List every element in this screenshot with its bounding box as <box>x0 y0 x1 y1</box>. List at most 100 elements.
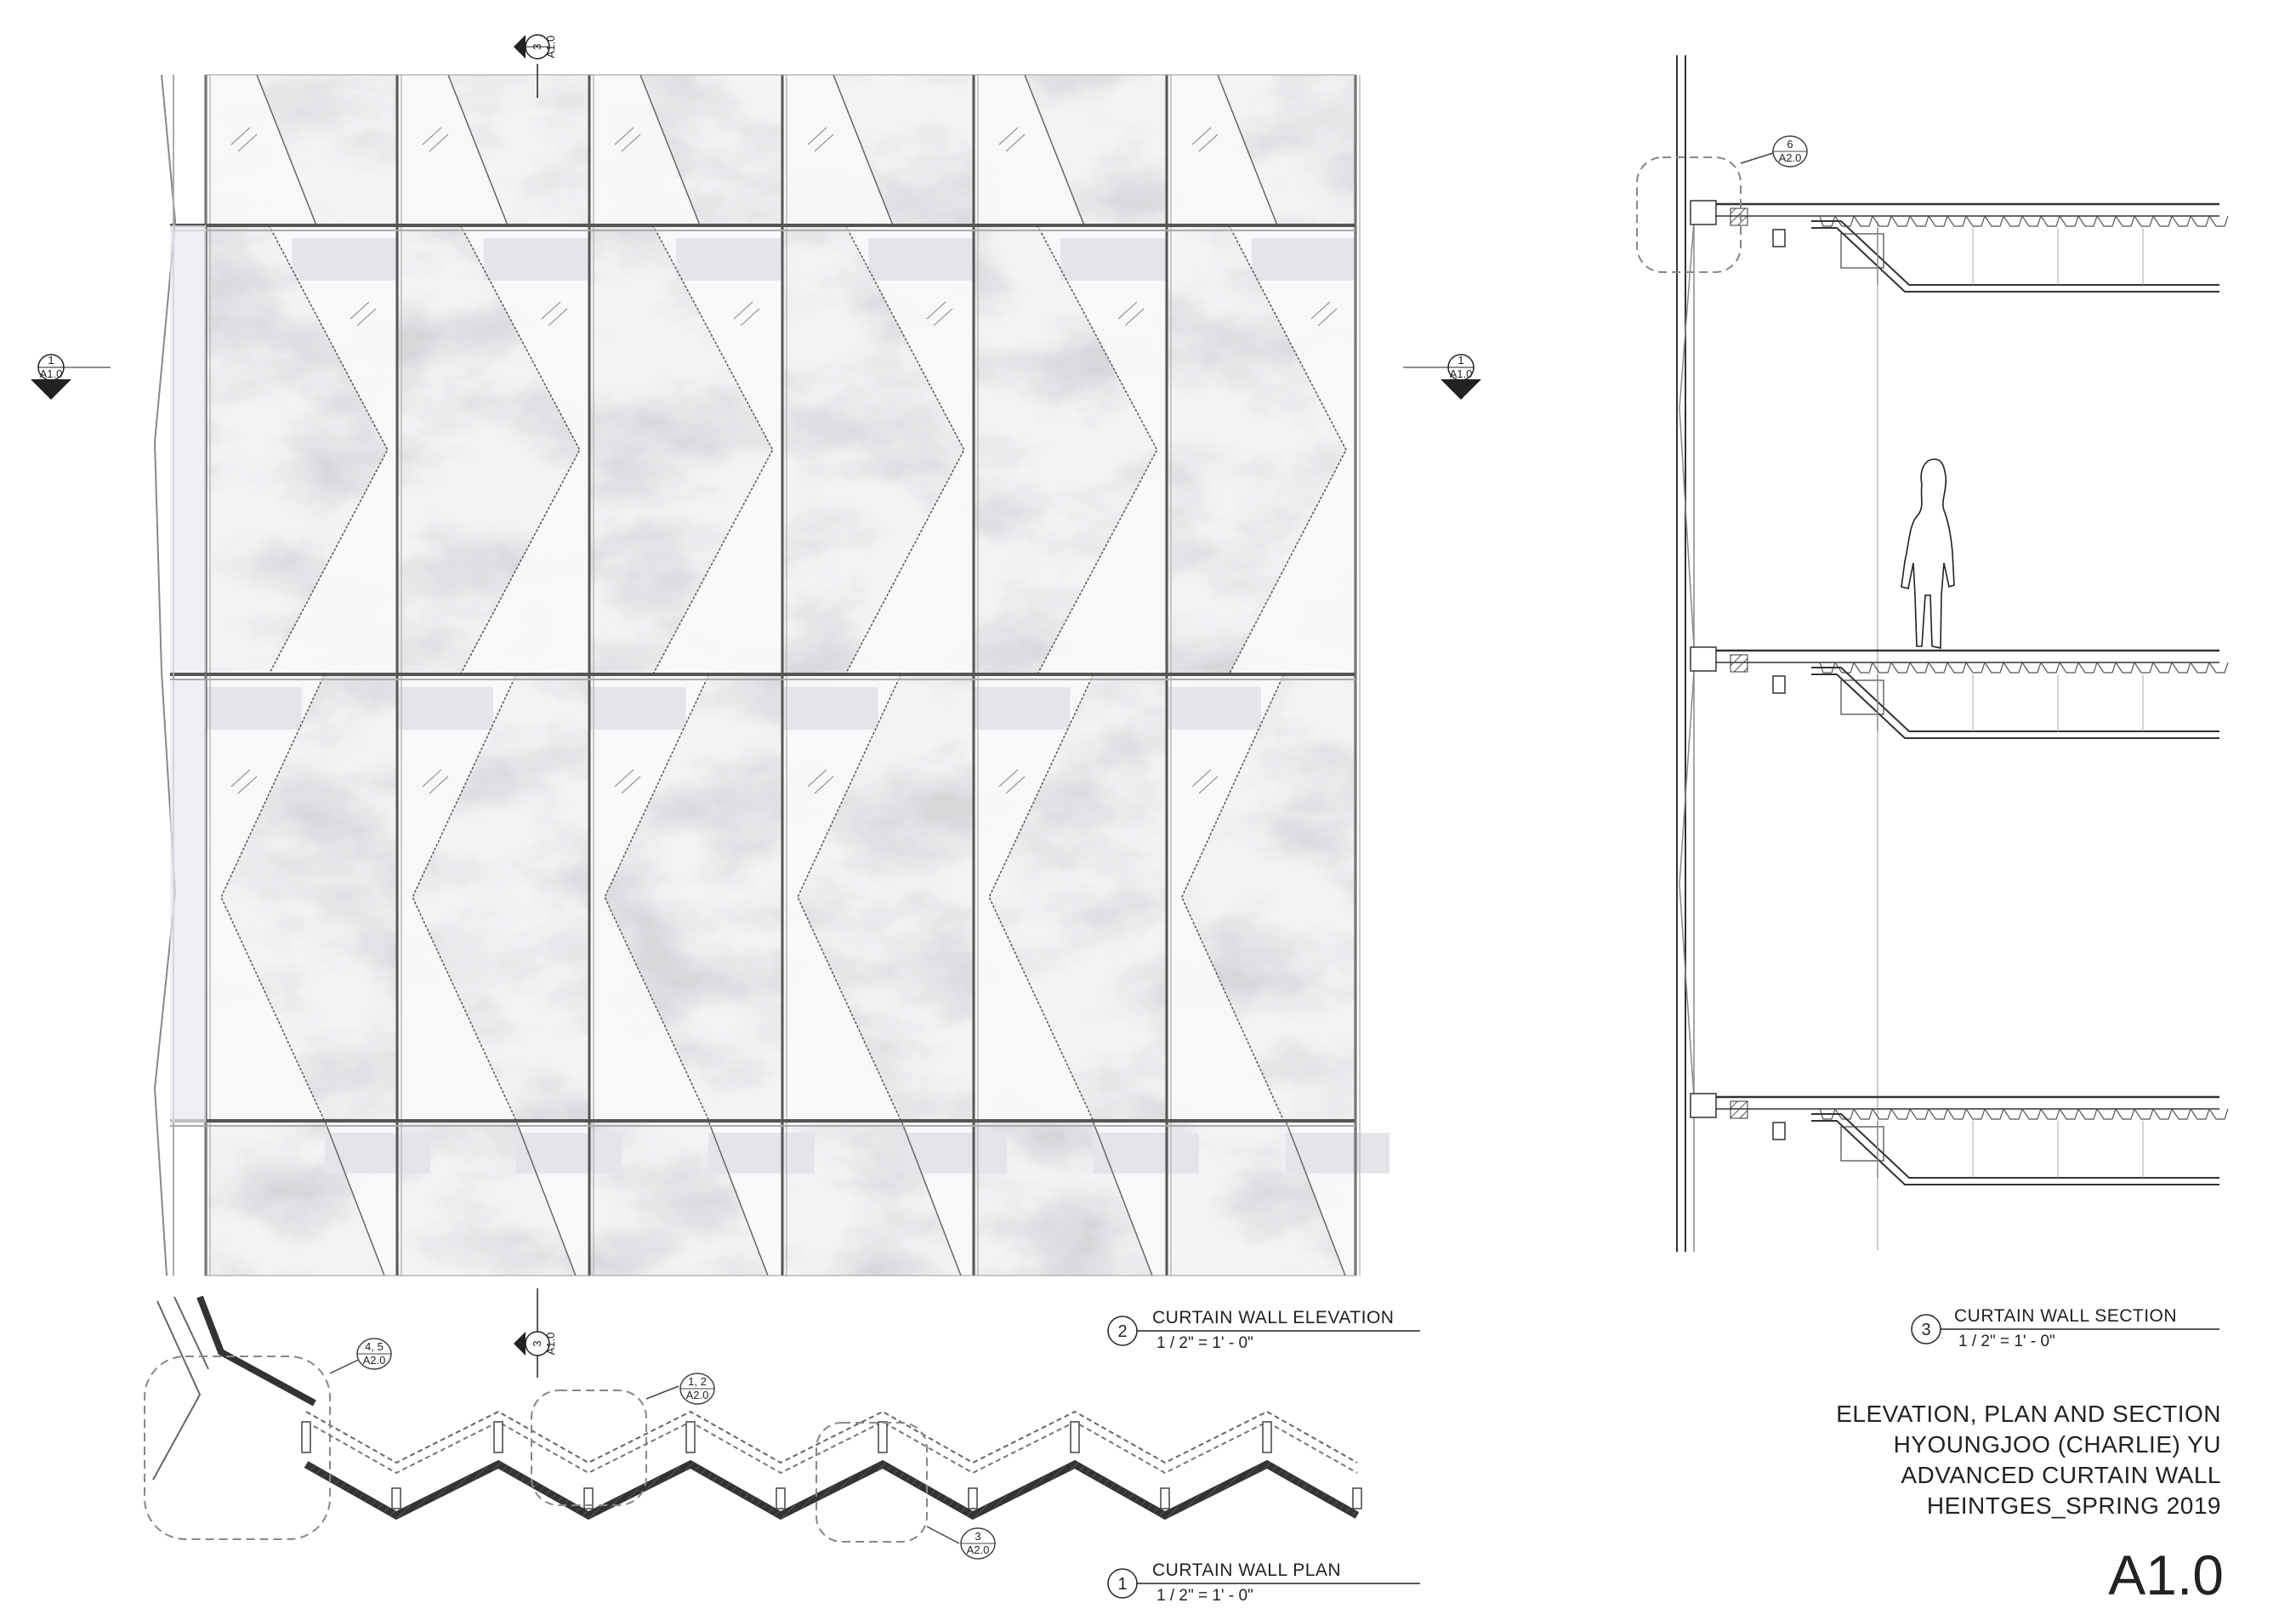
panel-edge <box>844 225 965 675</box>
glass-panel <box>397 75 508 225</box>
glass-panel <box>206 75 316 225</box>
glass-panel <box>782 75 893 225</box>
drawing-scale: 1 / 2" = 1' - 0" <box>1958 1333 2055 1350</box>
glass-panel <box>397 674 517 1121</box>
callout-sheet: A2.0 <box>967 1543 990 1556</box>
curtain-wall-elevation <box>153 74 1390 1276</box>
spandrel-shadow <box>589 687 686 730</box>
elevation-mullions <box>170 74 1361 1276</box>
glass-reflection <box>1005 776 1026 794</box>
glass-reflection <box>998 769 1019 787</box>
course-line: ADVANCED CURTAIN WALL <box>1901 1462 2221 1488</box>
glass-reflection <box>933 308 953 327</box>
spandrel-shadow <box>974 687 1071 730</box>
spandrel-shadow <box>292 238 397 281</box>
glass-reflection <box>740 308 760 327</box>
beam-flange <box>1840 1126 1884 1162</box>
glass-reflection <box>621 776 641 794</box>
beam-flange <box>1840 233 1884 269</box>
label-curtain-wall-plan: 1 CURTAIN WALL PLAN 1 / 2" = 1' - 0" <box>1107 1560 1420 1605</box>
beam-flange <box>1840 679 1884 715</box>
drawing-scale: 1 / 2" = 1' - 0" <box>1157 1587 1253 1605</box>
spandrel-shadow <box>397 687 493 730</box>
plan-mullions <box>301 1421 1362 1509</box>
panel-edge <box>1228 225 1347 675</box>
glass-panel <box>1229 225 1355 674</box>
glass-reflection <box>1198 134 1219 152</box>
glass-reflection <box>1191 127 1212 145</box>
section-mark-number: 3 <box>531 43 543 49</box>
detail-callout-4-5: 4, 5 A2.0 <box>144 1338 392 1540</box>
glass-reflection <box>356 308 377 327</box>
section-mark-number: 1 <box>48 354 54 367</box>
callout-sheet: A2.0 <box>363 1354 386 1367</box>
panel-edge <box>1285 1120 1346 1276</box>
panel-edge <box>412 674 517 1122</box>
callout-sheet: A2.0 <box>686 1389 709 1401</box>
panel-edge <box>708 1120 769 1276</box>
panel-edge <box>1024 74 1085 226</box>
callout-sheet: A2.0 <box>1779 151 1802 164</box>
human-scale-figure <box>1901 458 1955 649</box>
label-curtain-wall-elevation: 2 CURTAIN WALL ELEVATION 1 / 2" = 1' - 0… <box>1107 1308 1420 1352</box>
title-block: ELEVATION, PLAN AND SECTION HYOUNGJOO (C… <box>1836 1401 2224 1606</box>
panel-edge <box>256 74 317 226</box>
spandrel-shadow <box>516 1133 622 1174</box>
glass-panel <box>782 674 901 1121</box>
drawing-number: 1 <box>1117 1575 1127 1594</box>
glass-reflection <box>237 776 258 794</box>
spandrel-shadow <box>325 1133 430 1174</box>
glass-reflection <box>1117 301 1138 320</box>
glass-reflection <box>807 127 827 145</box>
glass-reflection <box>548 308 568 327</box>
glass-reflection <box>1317 308 1338 327</box>
beam-profile <box>1811 1120 2219 1185</box>
sheet-number: A1.0 <box>2108 1543 2224 1606</box>
glass-panel <box>1037 225 1167 674</box>
plan-mullion <box>1070 1421 1080 1453</box>
plan-mullion <box>583 1487 594 1509</box>
elevation-frame <box>205 74 1356 1276</box>
beam-profile <box>1811 220 2219 286</box>
panel-edge <box>1092 1120 1153 1276</box>
insulation <box>1730 654 1748 673</box>
panel-edge <box>1217 74 1278 226</box>
glass-panel <box>269 225 397 674</box>
plan-mullion <box>301 1421 311 1453</box>
spandrel-shadow <box>676 238 782 281</box>
slab-edge <box>1690 200 1717 225</box>
glass-reflection <box>429 134 449 152</box>
section-mark-number: 3 <box>531 1340 543 1346</box>
panel-edge <box>1180 674 1285 1122</box>
spandrel-shadow <box>708 1133 815 1174</box>
spandrel-shadow <box>1093 1133 1199 1174</box>
sheet-title-line: ELEVATION, PLAN AND SECTION <box>1836 1401 2221 1427</box>
callout-number: 1, 2 <box>688 1375 707 1388</box>
section-mark-number: 1 <box>1458 354 1463 367</box>
plan-mullion <box>1352 1487 1362 1509</box>
glass-reflection <box>230 769 251 787</box>
glass-panel <box>1167 674 1284 1121</box>
spandrel-shadow <box>868 238 974 281</box>
panel-edge <box>515 1120 577 1276</box>
beam-profile <box>1811 1113 2219 1179</box>
panel-edge <box>988 674 1094 1122</box>
glass-reflection <box>621 134 641 152</box>
glass-reflection <box>1124 308 1145 327</box>
plan-mullion <box>968 1487 978 1509</box>
drawing-number: 2 <box>1117 1322 1127 1341</box>
panel-edge <box>901 1120 962 1276</box>
glass-panel <box>1167 75 1277 225</box>
drawing-title: CURTAIN WALL SECTION <box>1954 1306 2177 1326</box>
anchor <box>1772 1122 1786 1140</box>
section-mark-sheet: A1.0 <box>544 1333 557 1356</box>
detail-callout-3: 3 A2.0 <box>816 1422 996 1560</box>
spandrel-shadow <box>901 1133 1007 1174</box>
spandrel-shadow <box>206 687 302 730</box>
slab-edge <box>1690 646 1717 672</box>
spandrel-shadow <box>782 687 878 730</box>
author-line: HYOUNGJOO (CHARLIE) YU <box>1894 1431 2221 1458</box>
glass-reflection <box>926 301 946 320</box>
panel-edge <box>220 674 326 1122</box>
